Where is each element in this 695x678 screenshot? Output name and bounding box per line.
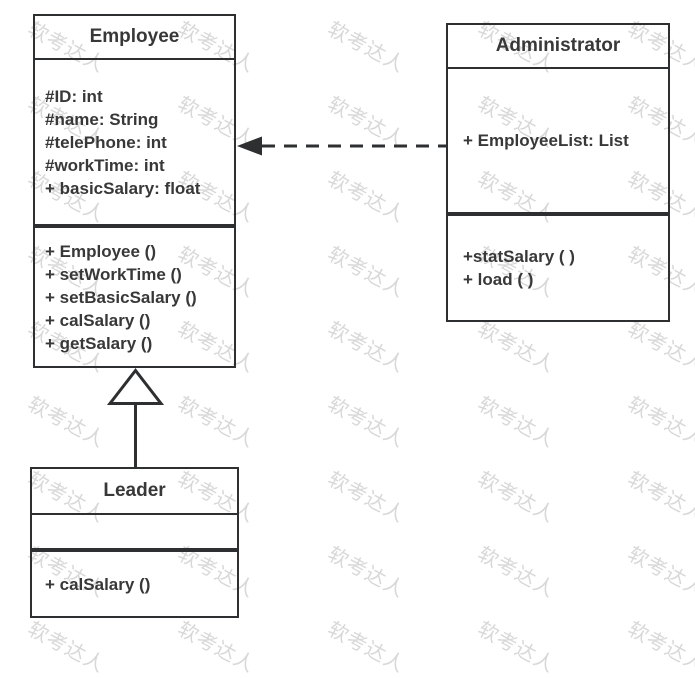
leader-attributes-compartment bbox=[32, 515, 237, 552]
member-line: + load ( ) bbox=[463, 270, 534, 289]
member-line: #telePhone: int bbox=[45, 132, 167, 152]
member-line: + Employee () bbox=[45, 241, 157, 261]
member-line: #workTime: int bbox=[45, 155, 165, 175]
employee-attributes-compartment: #ID: int #name: String #telePhone: int #wor… bbox=[35, 60, 234, 228]
administrator-attributes-compartment: + EmployeeList: List bbox=[448, 69, 668, 216]
member-line: + calSalary () bbox=[45, 310, 151, 330]
member-line: + setWorkTime () bbox=[45, 264, 182, 284]
class-title-administrator: Administrator bbox=[448, 25, 668, 69]
employee-methods-compartment: + Employee () + setWorkTime () + setBasicS… bbox=[35, 228, 234, 366]
member-line: #name: String bbox=[45, 109, 159, 129]
member-line: + getSalary () bbox=[45, 333, 153, 353]
class-box-employee: Employee #ID: int #name: String #telePhone… bbox=[33, 14, 236, 368]
class-title-leader: Leader bbox=[32, 469, 237, 515]
member-line: + basicSalary: float bbox=[45, 178, 201, 198]
leader-methods-compartment: + calSalary () bbox=[32, 552, 237, 616]
uml-class-diagram: { "watermark": { "text": "软考达人", "color"… bbox=[23, 14, 695, 678]
diagram-layer: Employee #ID: int #name: String #telePhone… bbox=[30, 14, 670, 618]
member-line: + setBasicSalary () bbox=[45, 287, 197, 307]
administrator-methods-compartment: +statSalary ( ) + load ( ) bbox=[448, 216, 668, 320]
member-line: +statSalary ( ) bbox=[463, 247, 575, 266]
class-box-administrator: Administrator + EmployeeList: List +stat… bbox=[446, 23, 670, 322]
member-line: #ID: int bbox=[45, 86, 103, 106]
member-line: + EmployeeList: List bbox=[463, 131, 629, 150]
member-line: + calSalary () bbox=[45, 574, 151, 594]
class-title-employee: Employee bbox=[35, 16, 234, 60]
class-box-leader: Leader + calSalary () bbox=[30, 467, 239, 618]
